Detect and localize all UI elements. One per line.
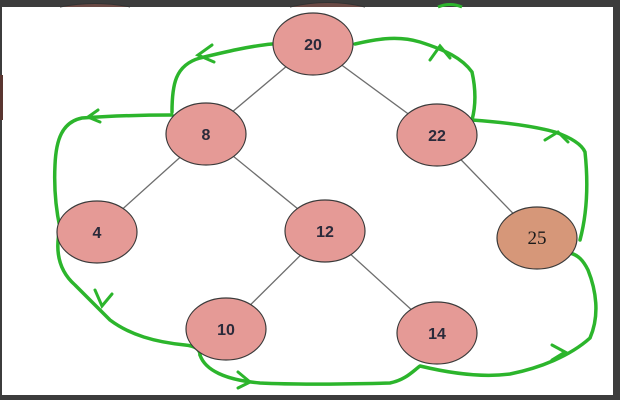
node-circle (272, 12, 354, 76)
boundary-traversal-path (52, 36, 598, 386)
node-circle (496, 206, 578, 270)
tree-nodes: 20 8 22 4 12 25 10 14 (56, 12, 578, 365)
node-20: 20 (272, 12, 354, 76)
node-circle (284, 199, 366, 263)
node-label: 8 (202, 127, 211, 144)
node-circle (185, 297, 267, 361)
node-8: 8 (165, 102, 247, 166)
node-circle (165, 102, 247, 166)
node-circle (396, 103, 478, 167)
node-4: 4 (56, 200, 138, 264)
node-label: 25 (528, 228, 547, 249)
node-22: 22 (396, 103, 478, 167)
node-label: 20 (304, 37, 322, 54)
path-direction-arrows (84, 43, 570, 390)
node-circle (56, 200, 138, 264)
node-label: 14 (428, 326, 446, 343)
cropped-top-fragments (0, 2, 463, 120)
node-14: 14 (396, 301, 478, 365)
node-label: 4 (93, 225, 102, 242)
node-circle (396, 301, 478, 365)
node-10: 10 (185, 297, 267, 361)
node-25: 25 (496, 206, 578, 270)
node-label: 22 (428, 128, 446, 145)
node-12: 12 (284, 199, 366, 263)
node-label: 12 (316, 224, 334, 241)
node-label: 10 (217, 322, 235, 339)
